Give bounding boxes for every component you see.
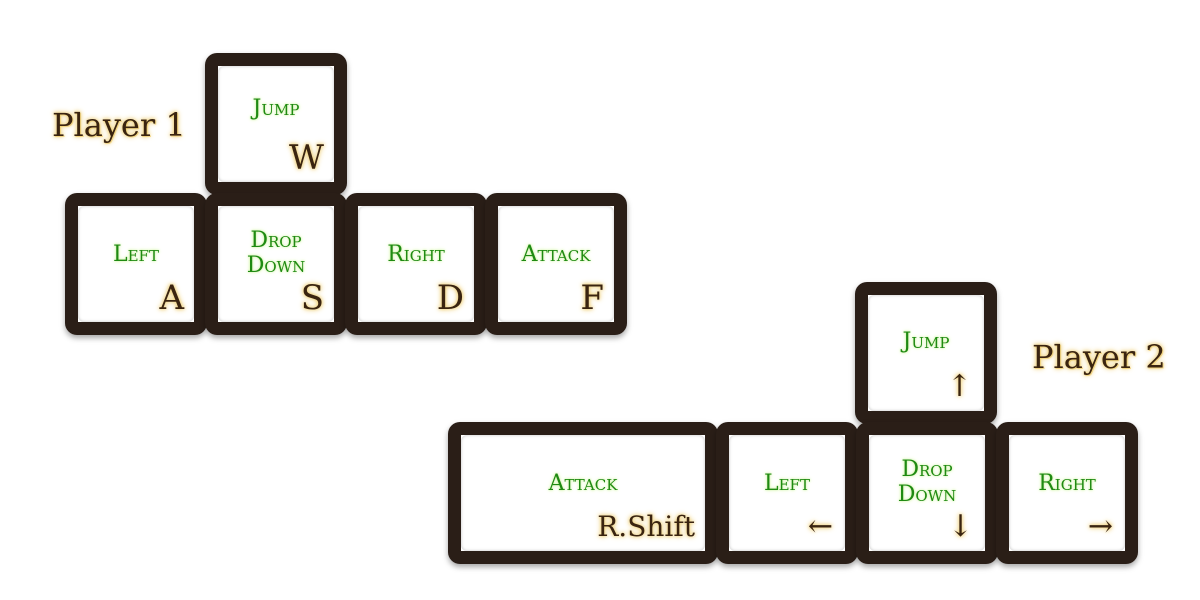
p1-right-binding: D: [436, 278, 464, 318]
p1-left-key: Left A: [65, 193, 207, 335]
p1-drop-action-line2: Down: [246, 253, 306, 278]
p1-left-binding: A: [159, 278, 184, 318]
p2-jump-binding: ↑: [946, 369, 972, 404]
p1-right-action: Right: [387, 242, 445, 267]
p1-left-action: Left: [113, 242, 159, 267]
p2-drop-down-key: Drop Down ↓: [856, 422, 998, 564]
p1-right-key: Right D: [345, 193, 487, 335]
p2-attack-action: Attack: [548, 471, 618, 496]
p1-jump-key: Jump W: [205, 53, 347, 195]
player-2-label: Player 2: [1032, 338, 1166, 376]
p2-left-action: Left: [764, 471, 810, 496]
p2-drop-binding: ↓: [947, 509, 973, 544]
p2-left-binding: ←: [807, 509, 833, 544]
p2-right-binding: →: [1087, 509, 1113, 544]
p1-drop-action-line1: Drop: [250, 228, 302, 253]
p1-drop-binding: S: [300, 278, 324, 318]
p2-drop-action-line2: Down: [897, 482, 957, 507]
p2-right-key: Right →: [996, 422, 1138, 564]
p2-jump-key: Jump ↑: [855, 282, 997, 424]
p2-right-action: Right: [1038, 471, 1096, 496]
p1-drop-down-key: Drop Down S: [205, 193, 347, 335]
p1-attack-key: Attack F: [485, 193, 627, 335]
p1-attack-binding: F: [580, 278, 604, 318]
p2-attack-key: Attack R.Shift: [448, 422, 718, 564]
p2-jump-action: Jump: [902, 329, 950, 354]
player-1-label: Player 1: [52, 106, 186, 144]
p2-drop-action-line1: Drop: [901, 457, 953, 482]
p2-left-key: Left ←: [716, 422, 858, 564]
p1-jump-action: Jump: [252, 96, 300, 121]
p2-attack-binding: R.Shift: [597, 510, 695, 543]
p1-attack-action: Attack: [521, 242, 591, 267]
p1-jump-binding: W: [289, 138, 324, 178]
